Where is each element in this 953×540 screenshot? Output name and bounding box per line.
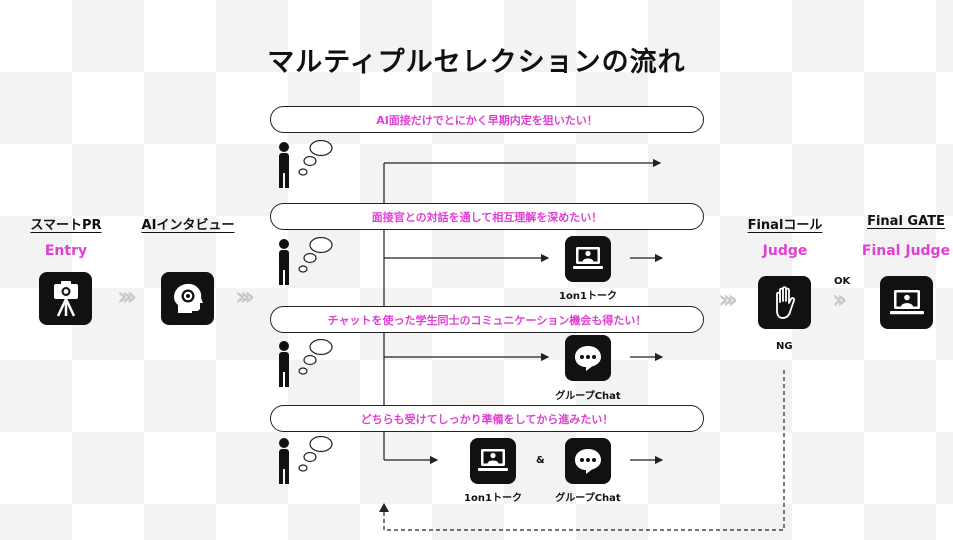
- judge-ng-label: NG: [776, 341, 793, 352]
- thinking-person-icon: [279, 140, 333, 188]
- both-connector: &: [536, 455, 545, 466]
- chat-bubble-icon: [565, 438, 611, 484]
- thinking-person-icon: [279, 339, 333, 387]
- ai-head-gear-icon: [161, 272, 214, 325]
- stage-sub-judge: Judge: [762, 243, 808, 259]
- wish-bubble-4: どちらも受けてしっかり準備をしてから進みたい！: [270, 405, 704, 432]
- stage-label-smart-pr: スマートPR: [30, 218, 102, 233]
- stage-sub-final-judge: Final Judge: [861, 243, 951, 259]
- wish-bubble-2: 面接官との対話を通して相互理解を深めたい！: [270, 203, 704, 230]
- option-label-group-chat: グループChat: [555, 493, 621, 504]
- laptop-video-call-icon: [470, 438, 516, 484]
- chat-bubble-icon: [565, 335, 611, 381]
- wish-bubble-1: AI面接だけでとにかく早期内定を狙いたい！: [270, 106, 704, 133]
- laptop-video-call-icon: [565, 236, 611, 282]
- option-label-1on1: 1on1トーク: [559, 291, 617, 302]
- chevron-right-icon: ››: [832, 285, 848, 315]
- stage-label-final-call: Finalコール: [747, 218, 823, 233]
- stage-label-final-gate: Final GATE: [867, 214, 945, 229]
- camera-tripod-icon: [39, 272, 92, 325]
- stage-label-ai-interview: AIインタビュー: [141, 218, 235, 233]
- stop-hand-icon: [758, 276, 811, 329]
- judge-ok-label: OK: [834, 276, 851, 287]
- thinking-person-icon: [279, 436, 333, 484]
- option-label-1on1: 1on1トーク: [464, 493, 522, 504]
- option-label-group-chat: グループChat: [555, 391, 621, 402]
- page-title: マルティプルセレクションの流れ: [267, 47, 686, 78]
- wish-bubble-3: チャットを使った学生同士のコミュニケーション機会も得たい！: [270, 306, 704, 333]
- stage-sub-entry: Entry: [44, 243, 88, 259]
- laptop-video-call-icon: [880, 276, 933, 329]
- thinking-person-icon: [279, 237, 333, 285]
- chevron-right-icon: ›››: [718, 285, 738, 315]
